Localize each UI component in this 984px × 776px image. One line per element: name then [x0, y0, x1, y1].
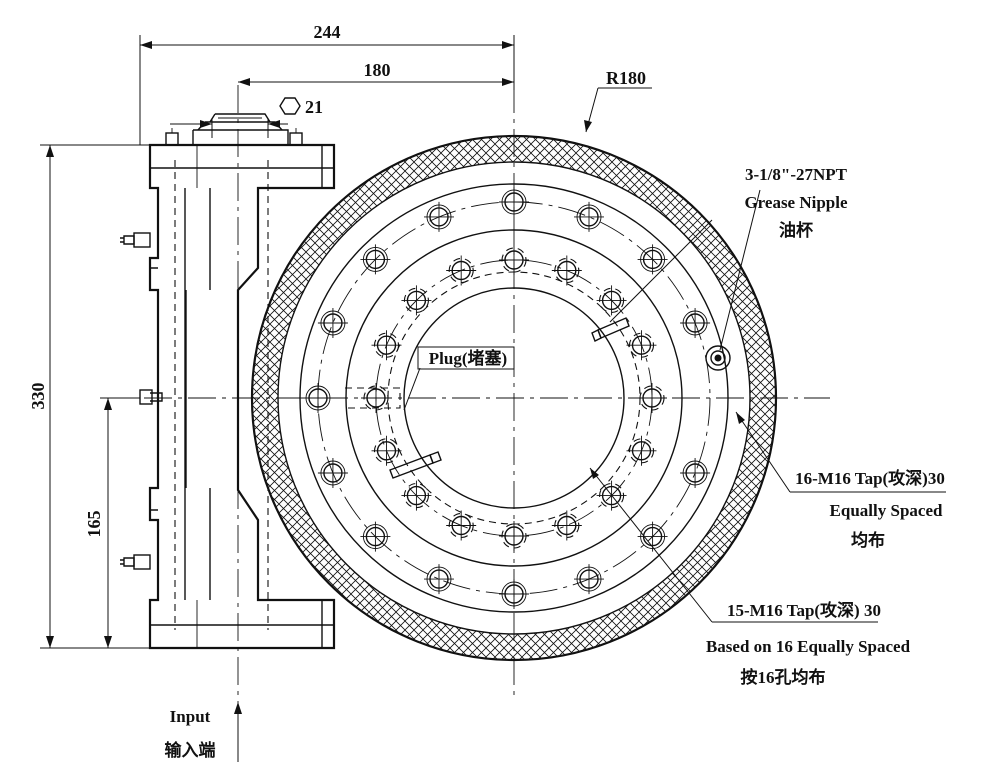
input-indicator: Input 输入端: [165, 702, 242, 762]
tap15-label-1: 15-M16 Tap(攻深) 30: [727, 600, 881, 620]
inner-bolt-hole: [371, 435, 402, 466]
inner-bolt-hole: [371, 330, 402, 361]
grease-label-1: 3-1/8"-27NPT: [745, 165, 848, 184]
outer-bolt-hole: [574, 201, 605, 232]
dim-180-label: 180: [364, 60, 391, 80]
inner-bolt-hole: [446, 510, 477, 541]
grease-nipple-left-1: [120, 232, 151, 248]
outer-bolt-hole: [680, 458, 711, 489]
outer-bolt-hole: [360, 244, 391, 275]
tap16-label-3: 均布: [851, 530, 885, 550]
inner-bolt-hole: [551, 255, 582, 286]
r180-label: R180: [606, 68, 646, 88]
grease-fitting-upper: [591, 317, 630, 342]
grease-nipple-left-2: [139, 389, 163, 405]
outer-bolt-hole: [574, 564, 605, 595]
plug-label: Plug(堵塞): [429, 348, 507, 368]
inner-bolt-hole: [551, 510, 582, 541]
callout-15-m16-tap: 15-M16 Tap(攻深) 30 Based on 16 Equally Sp…: [589, 467, 911, 687]
outer-bolt-hole: [423, 201, 454, 232]
tap15-label-2: Based on 16 Equally Spaced: [706, 637, 911, 656]
dim-330-label: 330: [28, 383, 48, 410]
worm-housing: [120, 85, 336, 730]
inner-bolt-hole: [401, 285, 432, 316]
dimension-244: 244: [139, 22, 515, 145]
grease-label-2: Grease Nipple: [744, 193, 848, 212]
outer-bolt-hole: [317, 307, 348, 338]
callout-grease-nipple: 3-1/8"-27NPT Grease Nipple 油杯: [609, 165, 848, 351]
input-label-en: Input: [170, 707, 211, 726]
callout-plug: Plug(堵塞): [403, 346, 515, 411]
hexagon-icon: [279, 97, 301, 115]
outer-bolt-hole: [360, 521, 391, 552]
outer-bolt-hole: [680, 307, 711, 338]
dimension-165: 165: [84, 397, 140, 648]
grease-nipple-right: [705, 345, 731, 371]
outer-bolt-hole: [317, 458, 348, 489]
inner-bolt-hole: [596, 285, 627, 316]
tap16-label-1: 16-M16 Tap(攻深)30: [795, 468, 945, 488]
outer-bolt-hole: [423, 564, 454, 595]
inner-bolt-hole: [626, 435, 657, 466]
inner-bolt-hole: [401, 480, 432, 511]
dim-165-label: 165: [84, 511, 104, 538]
callout-r180: R180: [584, 68, 652, 133]
inner-bolt-hole: [626, 330, 657, 361]
tap16-label-2: Equally Spaced: [830, 501, 943, 520]
dimension-330: 330: [28, 144, 150, 649]
dim-21-label: 21: [305, 97, 323, 117]
input-label-cn: 输入端: [165, 740, 216, 760]
grease-nipple-left-3: [120, 554, 151, 570]
grease-fitting-lower: [389, 451, 442, 479]
inner-bolt-hole: [446, 255, 477, 286]
tap15-label-3: 按16孔均布: [741, 667, 826, 687]
dimension-180: 180: [238, 60, 514, 86]
callout-16-m16-tap: 16-M16 Tap(攻深)30 Equally Spaced 均布: [735, 411, 946, 550]
dimension-hex-21: 21: [170, 97, 323, 138]
grease-label-3: 油杯: [779, 220, 813, 240]
outer-bolt-hole: [637, 244, 668, 275]
dim-244-label: 244: [314, 22, 341, 42]
